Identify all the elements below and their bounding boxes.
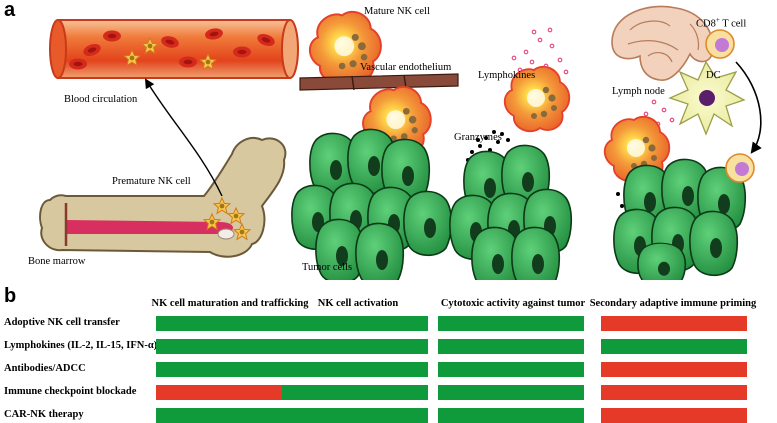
blood-vessel — [49, 19, 299, 79]
cd8-t-cell-activated-icon — [725, 153, 755, 183]
effect-cell-r5-c1 — [156, 408, 302, 423]
tumor-cells-label: Tumor cells — [302, 262, 353, 273]
effect-cell-r5-c3 — [438, 408, 584, 423]
granzymes-label: Granzymes — [454, 132, 502, 143]
effect-cell-r4-c3 — [438, 385, 584, 400]
vascular-endothelium-label: Vascular endothelium — [360, 62, 452, 73]
effect-cell-r1-c4 — [601, 316, 747, 331]
bone-marrow-illustration — [39, 136, 287, 258]
cd8-t-cell-label: CD8+ T cell — [696, 14, 746, 31]
effect-cell-r5-c4 — [601, 408, 747, 423]
bone-marrow-label: Bone marrow — [28, 256, 86, 267]
activation-illustration — [449, 27, 573, 280]
row-label-1: Adoptive NK cell transfer — [4, 317, 120, 328]
effect-cell-r4-c4 — [601, 385, 747, 400]
priming-illustration — [603, 5, 762, 280]
effect-cell-r1-c2 — [282, 316, 428, 331]
cd8-superscript: + — [715, 16, 720, 24]
cd8-label-text: CD8 — [696, 18, 716, 30]
effect-cell-r2-c1 — [156, 339, 302, 354]
effect-cell-r2-c3 — [438, 339, 584, 354]
effect-cell-r4-c1 — [156, 385, 302, 400]
effect-cell-r5-c2 — [282, 408, 428, 423]
effect-cell-r3-c4 — [601, 362, 747, 377]
effect-cell-r2-c2 — [282, 339, 428, 354]
lymph-node-icon — [611, 5, 714, 81]
row-label-2: Lymphokines (IL-2, IL-15, IFN-α) — [4, 340, 158, 351]
effect-cell-r4-c2 — [282, 385, 428, 400]
row-label-5: CAR-NK therapy — [4, 409, 84, 420]
effect-cell-r1-c3 — [438, 316, 584, 331]
panel-a-label: a — [4, 0, 16, 21]
row-label-3: Antibodies/ADCC — [4, 363, 86, 374]
effect-cell-r3-c2 — [282, 362, 428, 377]
column-header-1: NK cell maturation and trafficking — [151, 298, 309, 309]
effect-cell-r1-c1 — [156, 316, 302, 331]
panel-b-label: b — [4, 285, 17, 307]
row-label-4: Immune checkpoint blockade — [4, 386, 137, 397]
cd8-label-suffix: T cell — [719, 18, 747, 30]
cd8-t-cell-icon — [705, 29, 735, 59]
effect-cell-r3-c1 — [156, 362, 302, 377]
effect-cell-r3-c3 — [438, 362, 584, 377]
lymphokines-label: Lymphokines — [478, 70, 536, 81]
dc-label: DC — [706, 70, 721, 81]
lymph-node-label: Lymph node — [612, 86, 665, 97]
blood-circulation-label: Blood circulation — [64, 94, 138, 105]
column-header-4: Secondary adaptive immune priming — [589, 298, 757, 309]
premature-nk-cell-label: Premature NK cell — [112, 176, 191, 187]
dc-icon — [668, 60, 746, 136]
trafficking-illustration — [291, 10, 459, 280]
mature-nk-cell-label: Mature NK cell — [364, 6, 430, 17]
column-header-2: NK cell activation — [317, 298, 399, 309]
effect-cell-r2-c4 — [601, 339, 747, 354]
panel-a-diagram — [39, 5, 762, 280]
column-header-3: Cytotoxic activity against tumor — [440, 298, 586, 309]
